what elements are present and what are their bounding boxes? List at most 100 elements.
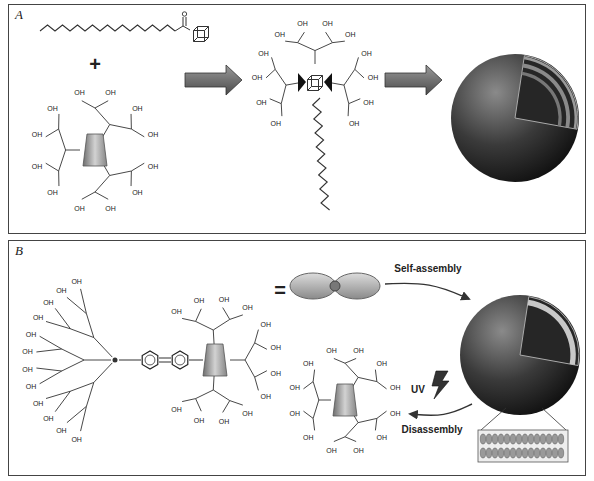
hydroxyl-label: OH xyxy=(105,204,116,211)
branch-line xyxy=(94,338,112,358)
uv-bolt xyxy=(432,371,449,399)
bilayer-lobe xyxy=(546,448,551,458)
branch-line xyxy=(303,411,313,418)
bilayer-lobe xyxy=(534,434,539,444)
alkyl-chain xyxy=(40,25,175,31)
hydroxyl-label: OH xyxy=(71,277,82,284)
hydroxyl-label: OH xyxy=(71,436,82,443)
dendron-branches xyxy=(266,32,364,116)
branch-line xyxy=(223,401,230,413)
alkyl-tail xyxy=(313,98,330,210)
hydroxyl-label: OH xyxy=(171,405,182,412)
branch-line xyxy=(36,349,61,352)
panel-letter: A xyxy=(15,8,23,22)
panel-letter: B xyxy=(15,244,23,258)
branch-line xyxy=(266,69,275,78)
hydroxyl-label: OH xyxy=(43,299,54,306)
sphere-body xyxy=(460,295,580,415)
branch-line xyxy=(59,150,66,171)
branch-line xyxy=(82,101,95,108)
branch-line xyxy=(62,349,84,360)
branch-line xyxy=(40,336,62,349)
sphere-body xyxy=(451,54,579,182)
branch-line xyxy=(46,163,59,171)
bilayer-lobe xyxy=(540,448,545,458)
hydroxyl-label: OH xyxy=(242,409,253,416)
bilayer-lobe xyxy=(504,434,509,444)
branch-line xyxy=(355,69,364,78)
hydroxyl-label: OH xyxy=(33,399,44,406)
dendron-focal-point xyxy=(113,358,118,363)
hydroxyl-label: OH xyxy=(47,189,58,196)
branch-line xyxy=(95,108,110,125)
cutaway-section xyxy=(515,56,578,130)
hydroxyl-label: OH xyxy=(74,89,85,96)
branch-line xyxy=(55,391,70,411)
branch-line xyxy=(315,51,316,64)
branch-line xyxy=(348,104,350,116)
hydroxyl-label: OH xyxy=(290,383,301,390)
bilayer-lobe xyxy=(528,448,533,458)
cubane-cage xyxy=(194,27,209,42)
bilayer-lobe xyxy=(492,448,497,458)
branch-line xyxy=(58,114,59,129)
branch-line xyxy=(55,308,70,328)
branch-line xyxy=(345,423,358,437)
hydroxyl-label: OH xyxy=(274,30,285,37)
cubane-cage xyxy=(308,76,323,91)
branch-line xyxy=(46,129,59,137)
vesicle-sphere xyxy=(460,295,580,415)
dark-wedge xyxy=(324,73,332,92)
bilayer-lobe xyxy=(498,434,503,444)
branch-line xyxy=(62,360,84,371)
branch-line xyxy=(81,289,87,314)
branch-line xyxy=(334,437,345,442)
annotation-text: UV xyxy=(411,385,425,395)
inset-leader xyxy=(481,408,566,430)
hydroxyl-label: OH xyxy=(326,447,337,454)
bilayer-lobe xyxy=(486,448,491,458)
dumbbell-lobe xyxy=(334,273,380,299)
branch-line xyxy=(331,83,344,85)
core-ground xyxy=(300,65,330,95)
annotation-text: Disassembly xyxy=(401,425,462,435)
branch-line xyxy=(103,125,110,137)
benzene-ring xyxy=(172,351,188,369)
bilayer-lobe xyxy=(480,434,485,444)
bilayer-lobe xyxy=(510,434,515,444)
bilayer-lobe xyxy=(540,434,545,444)
cube-ground xyxy=(194,27,209,42)
branch-line xyxy=(95,175,110,192)
branch-line xyxy=(110,171,132,175)
branch-line xyxy=(46,391,70,398)
membrane-inset xyxy=(478,430,568,462)
bilayer-lobe xyxy=(504,448,509,458)
hydroxyl-label: OH xyxy=(194,297,205,304)
branch-line xyxy=(182,318,195,321)
hydroxyl-label: OH xyxy=(132,189,143,196)
branch-line xyxy=(46,321,70,328)
disassembly-arrow xyxy=(410,404,472,415)
branch-line xyxy=(245,343,255,360)
hydroxyl-label: OH xyxy=(32,131,43,138)
branch-line xyxy=(66,150,80,151)
branch-line xyxy=(344,85,349,104)
hydroxyl-label: OH xyxy=(363,99,374,106)
hydroxyl-label: OH xyxy=(326,346,337,353)
hydroxyl-label: OH xyxy=(26,383,37,390)
branch-line xyxy=(230,360,245,361)
hydroxyl-label: OH xyxy=(349,119,360,126)
hydroxyl-label: OH xyxy=(252,74,263,81)
bilayer-lobe xyxy=(498,448,503,458)
branch-line xyxy=(313,370,314,382)
branch-line xyxy=(245,360,255,377)
bilayer-lobe xyxy=(522,434,527,444)
dark-wedge xyxy=(298,73,306,92)
branch-line xyxy=(230,401,243,406)
branch-line xyxy=(255,377,259,390)
branch-line xyxy=(298,32,305,42)
hydroxyl-label: OH xyxy=(290,410,301,417)
branch-line xyxy=(319,400,331,401)
hydroxyl-label: OH xyxy=(322,20,333,27)
